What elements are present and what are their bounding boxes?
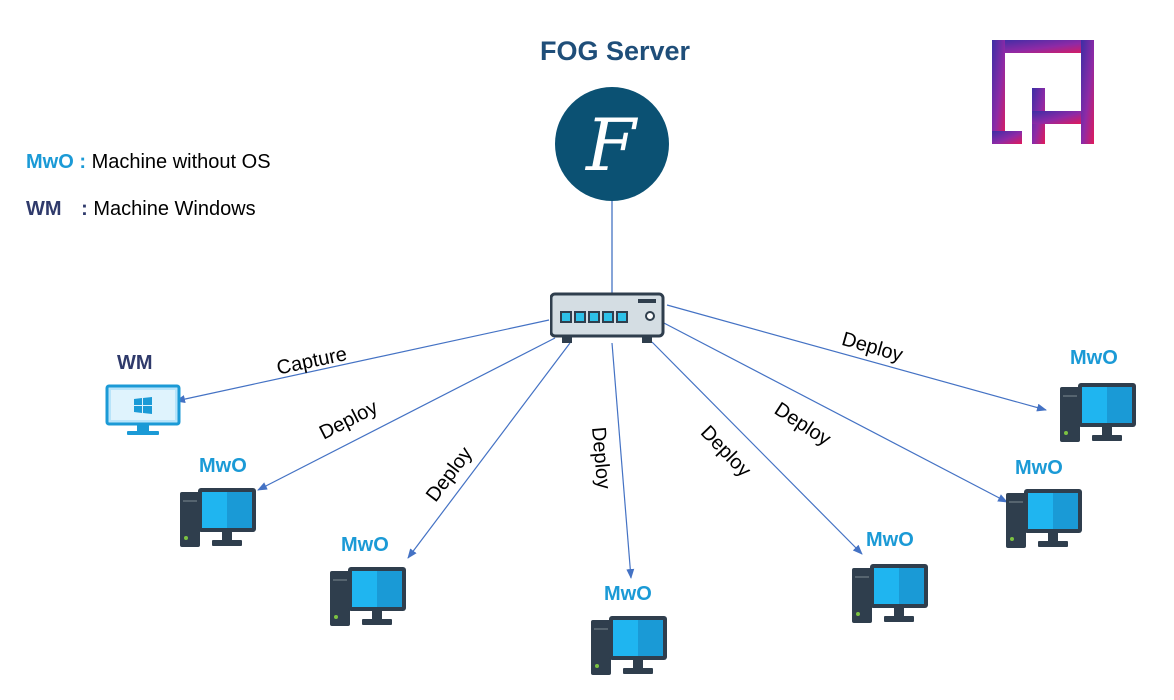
legend-separator: : <box>81 198 88 220</box>
link-label: Deploy <box>696 421 755 481</box>
node-label-mwo: MwO <box>604 583 652 605</box>
desktop-pc-icon <box>180 488 256 547</box>
connection-arrow <box>407 342 571 559</box>
legend-wm: WM : Machine Windows <box>26 198 256 221</box>
link-label: Deploy <box>422 443 477 506</box>
link-label: Capture <box>275 343 349 379</box>
network-switch-icon <box>550 292 665 343</box>
diagram-title: FOG Server <box>540 36 691 66</box>
link-label: Deploy <box>770 398 834 450</box>
legend-abbr: MwO <box>26 151 74 173</box>
connection-arrow <box>257 337 556 491</box>
desktop-pc-icon <box>591 616 667 675</box>
node-label-mwo: MwO <box>1015 457 1063 479</box>
link-label: Deploy <box>587 426 614 490</box>
connection-arrow <box>651 341 863 555</box>
desktop-pc-icon <box>330 567 406 626</box>
server-letter: F <box>584 103 639 187</box>
fog-server-icon: F <box>555 87 669 201</box>
legend-text: Machine Windows <box>93 198 256 220</box>
desktop-pc-icon <box>1006 489 1082 548</box>
node-label-mwo: MwO <box>866 529 914 551</box>
link-label: Deploy <box>839 328 905 366</box>
legend-abbr: WM <box>26 198 62 220</box>
connection-arrow <box>611 342 635 579</box>
desktop-pc-icon <box>852 564 928 623</box>
node-label-mwo: MwO <box>341 534 389 556</box>
node-label-mwo: MwO <box>1070 347 1118 369</box>
desktop-pc-icon <box>1060 383 1136 442</box>
legend-text: Machine without OS <box>91 151 271 173</box>
brand-logo-icon <box>992 40 1094 144</box>
connection-arrow <box>175 319 550 403</box>
node-label-mwo: MwO <box>199 455 247 477</box>
connection-arrow <box>666 304 1047 412</box>
node-label-wm: WM <box>117 352 153 374</box>
legend-separator: : <box>79 151 87 173</box>
connection-arrow <box>661 321 1008 503</box>
windows-monitor-icon <box>105 384 181 435</box>
legend-mwo: MwO : Machine without OS <box>26 151 271 174</box>
link-label: Deploy <box>316 396 381 444</box>
